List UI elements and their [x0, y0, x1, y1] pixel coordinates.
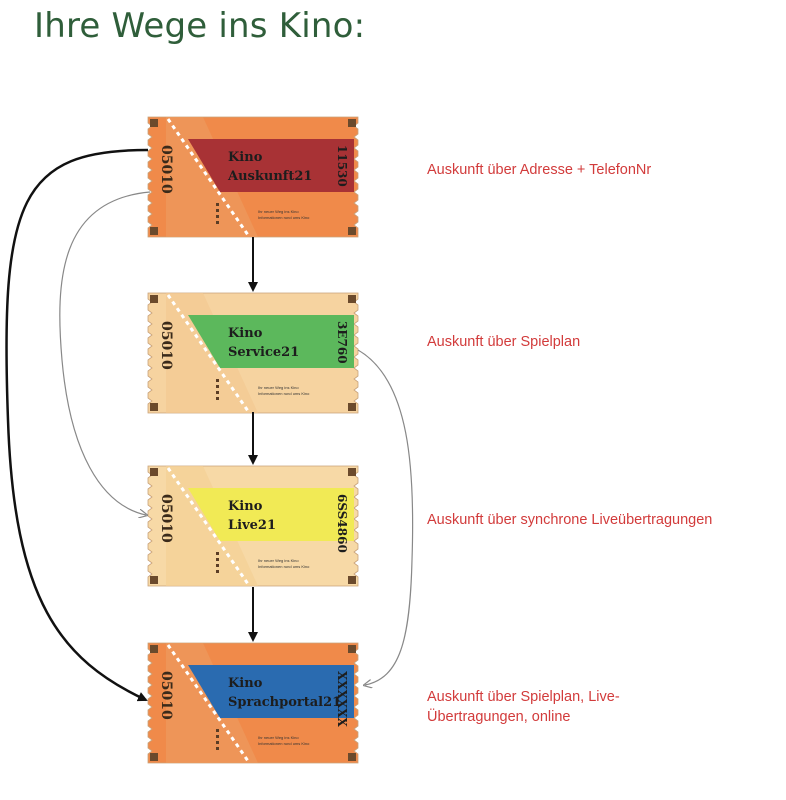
ticket-corner-mark: [150, 753, 158, 761]
ticket-serial: 11530: [335, 145, 349, 187]
ticket-corner-mark: [150, 227, 158, 235]
arrow-ticket1-to-ticket3: [59, 191, 151, 515]
ticket-corner-mark: [348, 295, 356, 303]
caption-ticket-3: Auskunft über synchrone Liveübertragunge…: [427, 512, 713, 528]
ticket-band: [188, 665, 354, 718]
ticket-corner-mark: [348, 753, 356, 761]
ticket-barcode-dot: [216, 552, 219, 555]
ticket-barcode-dot: [216, 735, 219, 738]
ticket-title-line-1: Kino: [228, 326, 263, 341]
caption-ticket-4-line-1: Auskunft über Spielplan, Live-: [427, 689, 620, 705]
ticket-barcode-dot: [216, 558, 219, 561]
ticket-corner-mark: [348, 403, 356, 411]
ticket-corner-mark: [150, 119, 158, 127]
ticket-serial: 3E760: [335, 321, 349, 364]
ticket-stub-code: 05010: [158, 494, 174, 543]
ticket-barcode-dot: [216, 209, 219, 212]
ticket-corner-mark: [150, 645, 158, 653]
ticket-corner-mark: [150, 403, 158, 411]
ticket-title-line-1: Kino: [228, 499, 263, 514]
ticket-fine-print-1: Ihr neuer Weg ins Kino: [258, 558, 299, 563]
ticket-barcode-dot: [216, 741, 219, 744]
ticket-band: [188, 315, 354, 368]
caption-ticket-4-line-2: Übertragungen, online: [427, 709, 571, 725]
ticket-band: [188, 139, 354, 192]
ticket-corner-mark: [348, 119, 356, 127]
ticket-stub-code: 05010: [158, 321, 174, 370]
ticket-title-line-2: Service21: [228, 345, 299, 360]
ticket-fine-print-1: Ihr neuer Weg ins Kino: [258, 209, 299, 214]
ticket-corner-mark: [150, 576, 158, 584]
ticket-title-line-1: Kino: [228, 676, 263, 691]
ticket-barcode-dot: [216, 379, 219, 382]
ticket-corner-mark: [348, 227, 356, 235]
ticket-stub-code: 05010: [158, 145, 174, 194]
arrow-ticket2-to-ticket4: [357, 349, 414, 685]
ticket-barcode-dot: [216, 203, 219, 206]
ticket-barcode-dot: [216, 729, 219, 732]
ticket-fine-print-1: Ihr neuer Weg ins Kino: [258, 385, 299, 390]
ticket-title-line-2: Live21: [228, 518, 276, 533]
caption-ticket-2: Auskunft über Spielplan: [427, 334, 581, 350]
ticket-band: [188, 488, 354, 541]
ticket-corner-mark: [348, 576, 356, 584]
ticket-serial: XXXXXX: [335, 671, 349, 728]
ticket-fine-print-2: Informationen rund ums Kino: [258, 564, 310, 569]
ticket-fine-print-1: Ihr neuer Weg ins Kino: [258, 735, 299, 740]
caption-ticket-1: Auskunft über Adresse + TelefonNr: [427, 162, 652, 178]
ticket-corner-mark: [348, 645, 356, 653]
ticket-corner-mark: [348, 468, 356, 476]
ticket-barcode-dot: [216, 570, 219, 573]
ticket-serial: 6SS4860: [335, 494, 349, 553]
ticket-title-line-2: Auskunft21: [227, 169, 312, 184]
ticket-corner-mark: [150, 295, 158, 303]
arrow-ticket1-to-ticket4: [5, 148, 149, 702]
ticket-barcode-dot: [216, 397, 219, 400]
page-title: Ihre Wege ins Kino:: [34, 6, 366, 46]
ticket-stub-code: 05010: [158, 671, 174, 720]
ticket-barcode-dot: [216, 215, 219, 218]
ticket-corner-mark: [150, 468, 158, 476]
ticket-fine-print-2: Informationen rund ums Kino: [258, 741, 310, 746]
ticket-title-line-1: Kino: [228, 150, 263, 165]
ticket-fine-print-2: Informationen rund ums Kino: [258, 391, 310, 396]
ticket-title-line-2: Sprachportal21: [228, 695, 341, 710]
ticket-barcode-dot: [216, 747, 219, 750]
ticket-barcode-dot: [216, 385, 219, 388]
ticket-barcode-dot: [216, 391, 219, 394]
ticket-barcode-dot: [216, 221, 219, 224]
ticket-fine-print-2: Informationen rund ums Kino: [258, 215, 310, 220]
ticket-barcode-dot: [216, 564, 219, 567]
caption-ticket-4: Auskunft über Spielplan, Live- Übertragu…: [427, 687, 782, 727]
